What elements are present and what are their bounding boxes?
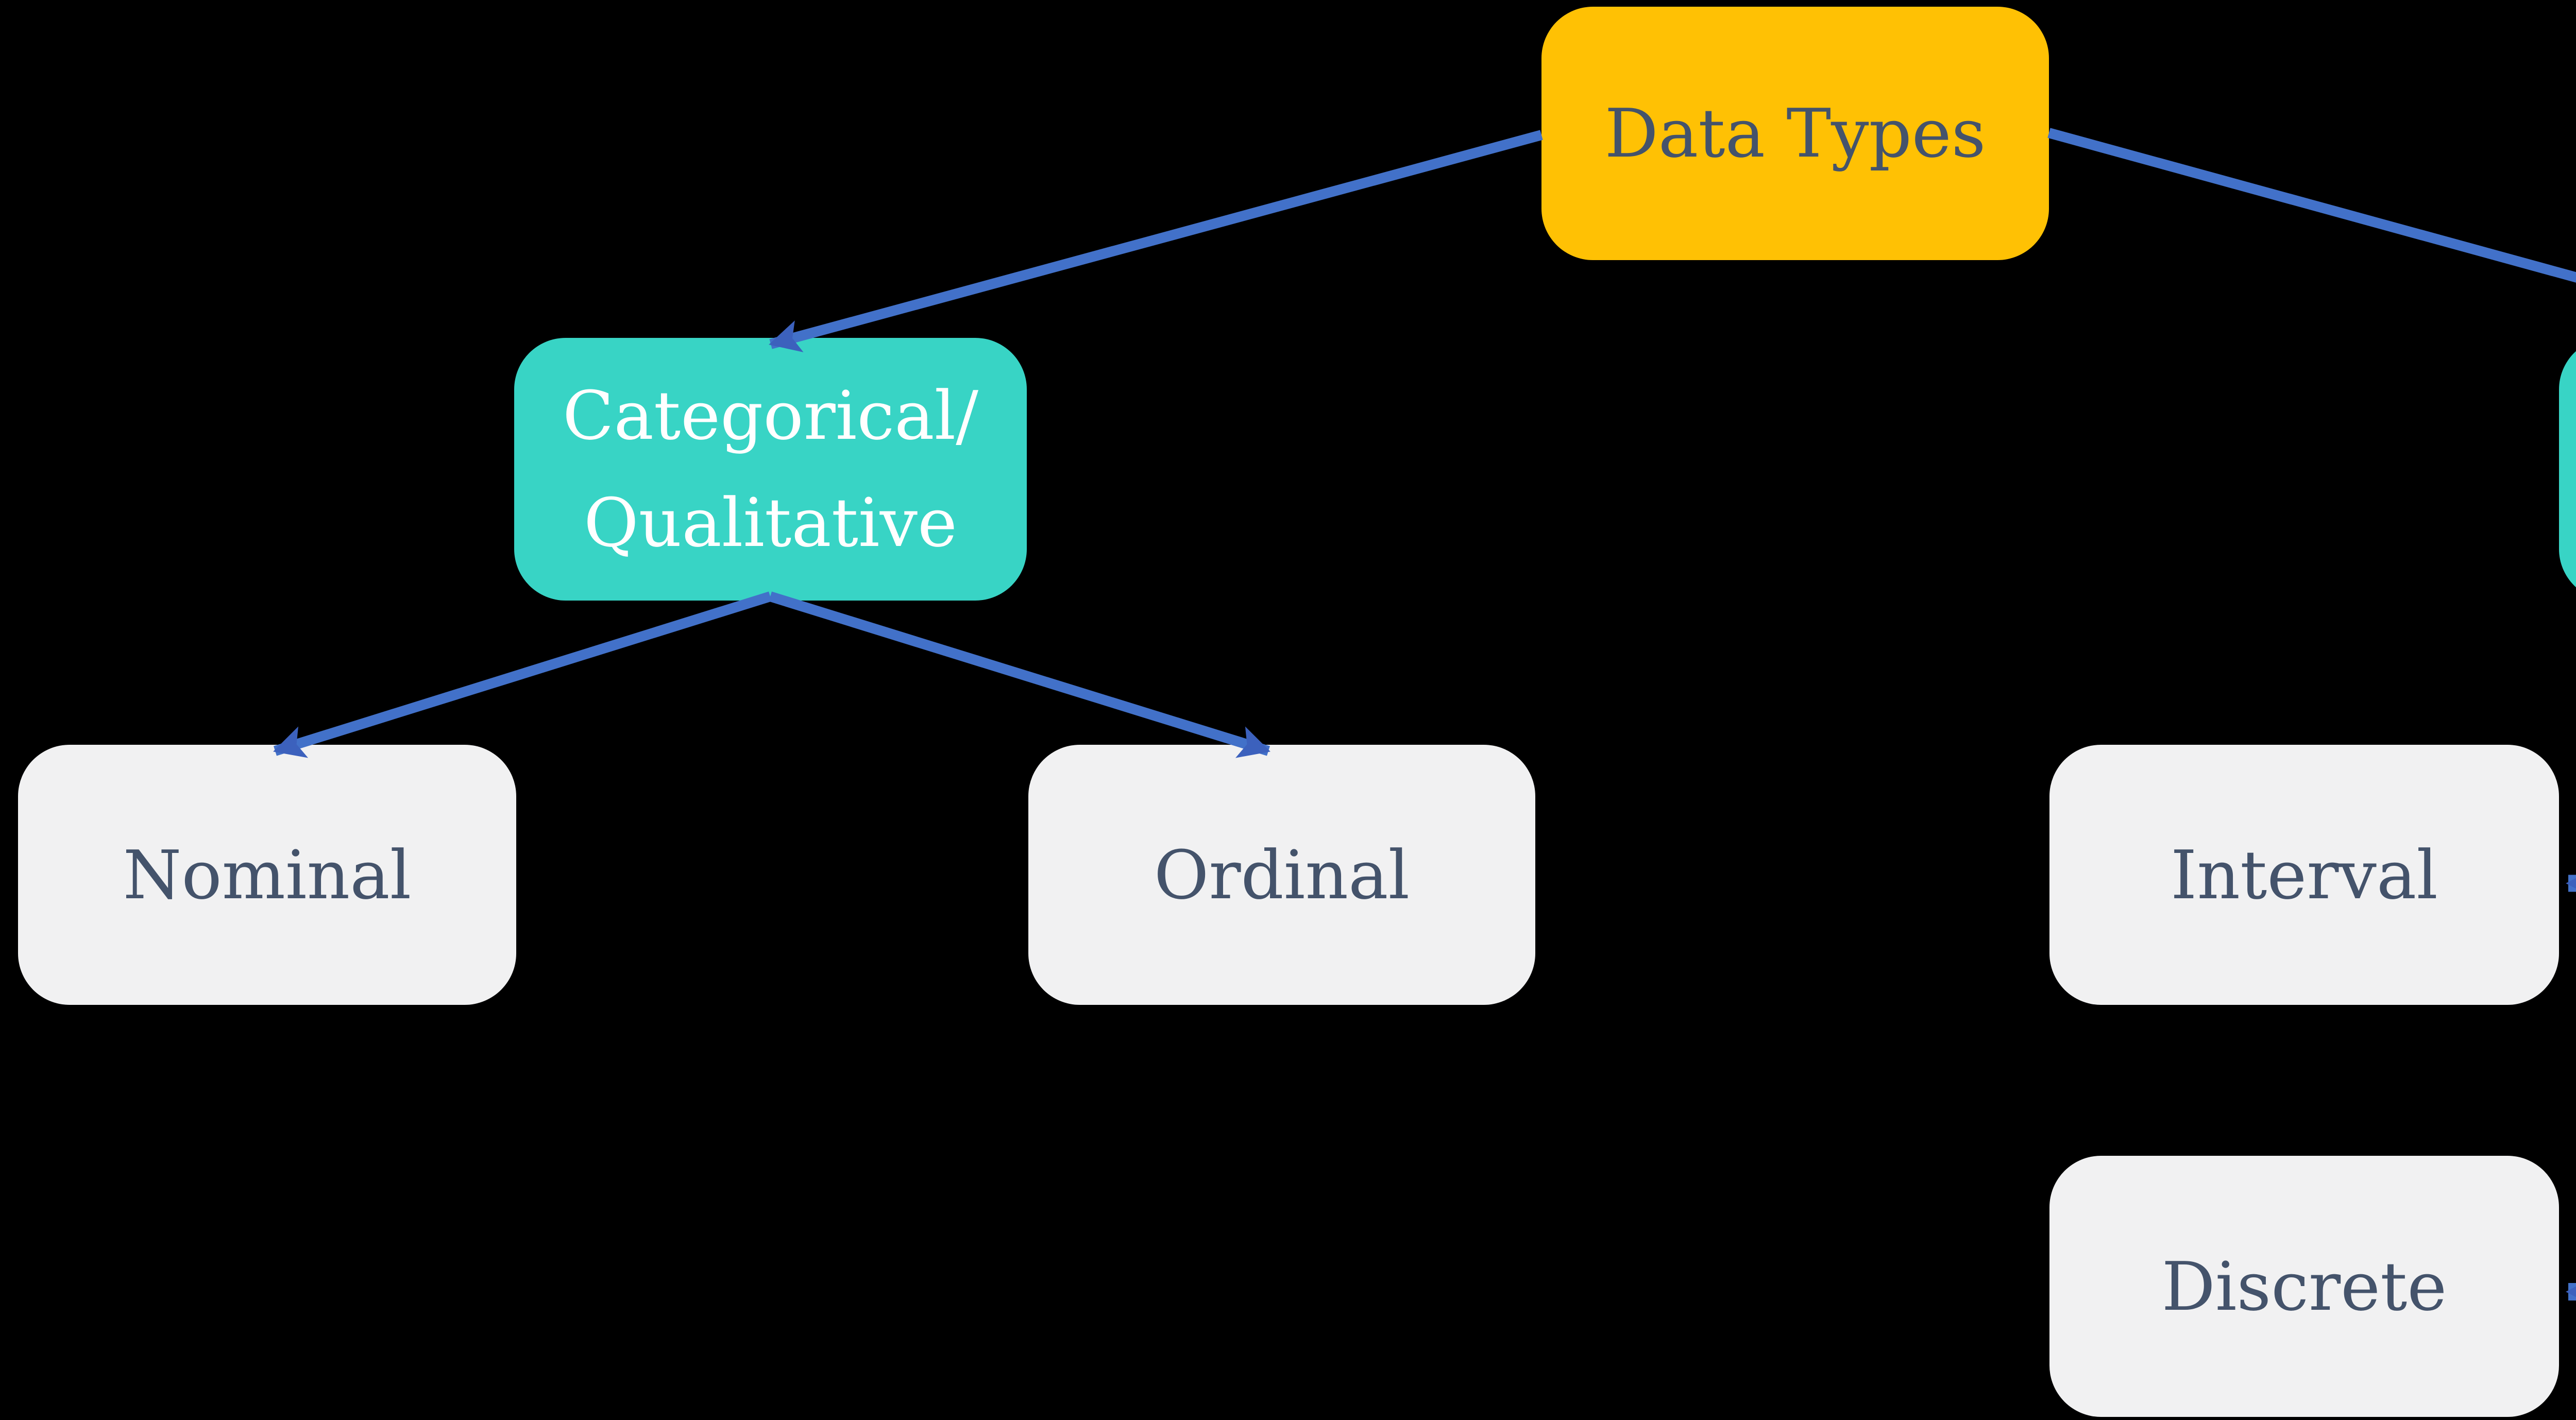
categorical-line1: Categorical/ <box>562 377 979 455</box>
node-discrete-label: Discrete <box>2161 1247 2447 1326</box>
node-data-types: Data Types <box>1541 7 2049 260</box>
node-discrete: Discrete <box>2049 1156 2559 1417</box>
edge-root-to-categorical-arrow <box>769 130 1543 352</box>
node-interval-label: Interval <box>2171 835 2438 914</box>
node-categorical-label: Categorical/ Qualitative <box>563 362 978 576</box>
node-nominal-label: Nominal <box>123 835 412 914</box>
categorical-line2: Qualitative <box>584 484 957 562</box>
node-interval: Interval <box>2049 745 2559 1005</box>
edge-categorical-to-ordinal-arrow <box>769 591 1270 758</box>
node-ordinal-label: Ordinal <box>1154 835 1410 914</box>
edge-categorical-to-nominal-arrow <box>273 591 772 758</box>
node-ordinal: Ordinal <box>1028 745 1535 1005</box>
node-data-types-label: Data Types <box>1604 94 1986 173</box>
edge-root-to-numeric-arrow <box>2047 128 2576 283</box>
node-categorical-qualitative: Categorical/ Qualitative <box>514 338 1027 601</box>
node-numeric-quantitative: Numeric/ Quantitative <box>2559 338 2576 601</box>
node-nominal: Nominal <box>18 745 516 1005</box>
